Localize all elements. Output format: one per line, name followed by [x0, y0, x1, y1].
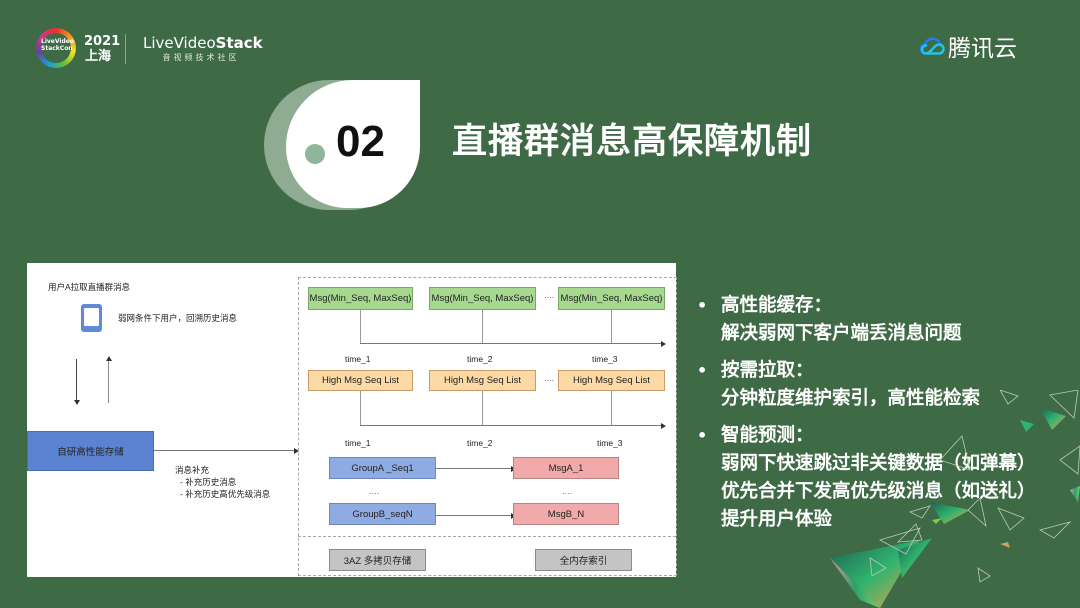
- feature-line: 提升用户体验: [721, 509, 833, 530]
- down-arrow-line: [76, 359, 77, 401]
- time-label: time_1: [345, 354, 371, 364]
- feature-item: • 高性能缓存： 解决弱网下客户端丢消息问题: [697, 292, 1036, 348]
- section-number: 02: [336, 117, 385, 166]
- arrow-right-icon: [294, 448, 299, 454]
- feature-line: 解决弱网下客户端丢消息问题: [721, 323, 962, 344]
- timeline-axis: [360, 425, 662, 426]
- page-title: 直播群消息高保障机制: [452, 122, 813, 162]
- decorative-triangles-icon: [830, 390, 1080, 608]
- ellipsis: ....: [562, 487, 573, 496]
- feature-item: • 智能预测： 弱网下快速跳过非关键数据（如弹幕） 优先合并下发高优先级消息（如…: [697, 422, 1036, 534]
- header-divider: [125, 34, 126, 64]
- feature-item: • 按需拉取： 分钟粒度维护索引，高性能检索: [697, 357, 1036, 413]
- supplement-title: 消息补充: [175, 465, 210, 475]
- city-text: 上海: [84, 49, 111, 64]
- ellipsis: ....: [544, 291, 555, 300]
- feature-line: 分钟粒度维护索引，高性能检索: [721, 388, 981, 409]
- up-arrow-line: [108, 361, 109, 403]
- arrow-right-icon: [661, 341, 666, 347]
- group-seq-box: GroupA _Seq1: [329, 457, 436, 479]
- msg-target-box: MsgA_1: [513, 457, 619, 479]
- multi-az-storage-box: 3AZ 多拷贝存储: [329, 549, 426, 571]
- group-to-msg-line: [436, 515, 513, 516]
- year-text: 2021: [84, 34, 121, 49]
- down-arrow-icon: [74, 400, 80, 405]
- group-to-msg-line: [436, 468, 513, 469]
- bullet-icon: •: [697, 296, 708, 315]
- storage-to-cache-line: [154, 450, 296, 451]
- timeline-tick: [360, 310, 361, 343]
- time-label: time_3: [592, 354, 618, 364]
- timeline-tick: [360, 391, 361, 425]
- seq-list-box: High Msg Seq List: [308, 370, 413, 391]
- seq-list-box: High Msg Seq List: [429, 370, 536, 391]
- time-label: time_1: [345, 438, 371, 448]
- msg-range-box: Msg(Min_Seq, MaxSeq): [558, 287, 665, 310]
- supplement-item: - 补充历史高优先级消息: [180, 489, 271, 499]
- ellipsis: ....: [369, 487, 380, 496]
- tencent-cloud-icon: [920, 37, 945, 55]
- diagram-left-heading: 用户A拉取直播群消息: [48, 282, 131, 292]
- section-leaf: [286, 80, 420, 208]
- conference-logo-line1: LiveVideo: [41, 38, 74, 45]
- timeline-tick: [482, 391, 483, 425]
- bullet-icon: •: [697, 361, 708, 380]
- time-label: time_3: [597, 438, 623, 448]
- conference-year: 2021 上海: [84, 34, 121, 64]
- community-logo: LiveVideoStack: [143, 34, 263, 52]
- feature-title: 按需拉取：: [721, 360, 814, 381]
- ellipsis: ....: [544, 374, 555, 383]
- group-seq-box: GroupB_seqN: [329, 503, 436, 525]
- conference-logo-line2: StackCon: [41, 45, 73, 52]
- cache-footer-divider: [298, 536, 676, 537]
- timeline-tick: [482, 310, 483, 343]
- arrow-right-icon: [661, 423, 666, 429]
- timeline-tick: [611, 391, 612, 425]
- seq-list-box: High Msg Seq List: [558, 370, 665, 391]
- storage-box: 自研高性能存储: [27, 431, 154, 471]
- feature-title: 高性能缓存：: [721, 295, 833, 316]
- conference-logo-inner: [41, 33, 71, 63]
- bullet-icon: •: [697, 426, 708, 445]
- feature-line: 弱网下快速跳过非关键数据（如弹幕）: [721, 453, 1036, 474]
- msg-target-box: MsgB_N: [513, 503, 619, 525]
- community-name-prefix: LiveVideo: [143, 34, 216, 52]
- tablet-icon: [81, 304, 102, 332]
- cache-container: [298, 277, 677, 576]
- msg-range-box: Msg(Min_Seq, MaxSeq): [308, 287, 413, 310]
- community-name-suffix: Stack: [215, 34, 263, 52]
- community-subtitle: 音视频技术社区: [162, 53, 240, 62]
- feature-title: 智能预测：: [721, 425, 814, 446]
- architecture-diagram: 用户A拉取直播群消息 弱网条件下用户，回溯历史消息 自研高性能存储 消息补充 -…: [27, 263, 677, 577]
- timeline-axis: [360, 343, 662, 344]
- feature-line: 优先合并下发高优先级消息（如送礼）: [721, 481, 1036, 502]
- in-memory-index-box: 全内存索引: [535, 549, 632, 571]
- time-label: time_2: [467, 354, 493, 364]
- supplement-item: - 补充历史消息: [180, 477, 237, 487]
- feature-list: • 高性能缓存： 解决弱网下客户端丢消息问题 • 按需拉取： 分钟粒度维护索引，…: [697, 292, 1036, 543]
- up-arrow-icon: [106, 356, 112, 361]
- msg-range-box: Msg(Min_Seq, MaxSeq): [429, 287, 536, 310]
- time-label: time_2: [467, 438, 493, 448]
- section-dot: [305, 144, 325, 164]
- device-label: 弱网条件下用户，回溯历史消息: [118, 313, 238, 323]
- conference-logo-text: LiveVideo StackCon: [41, 38, 74, 52]
- brand-name: 腾讯云: [948, 36, 1017, 62]
- timeline-tick: [611, 310, 612, 343]
